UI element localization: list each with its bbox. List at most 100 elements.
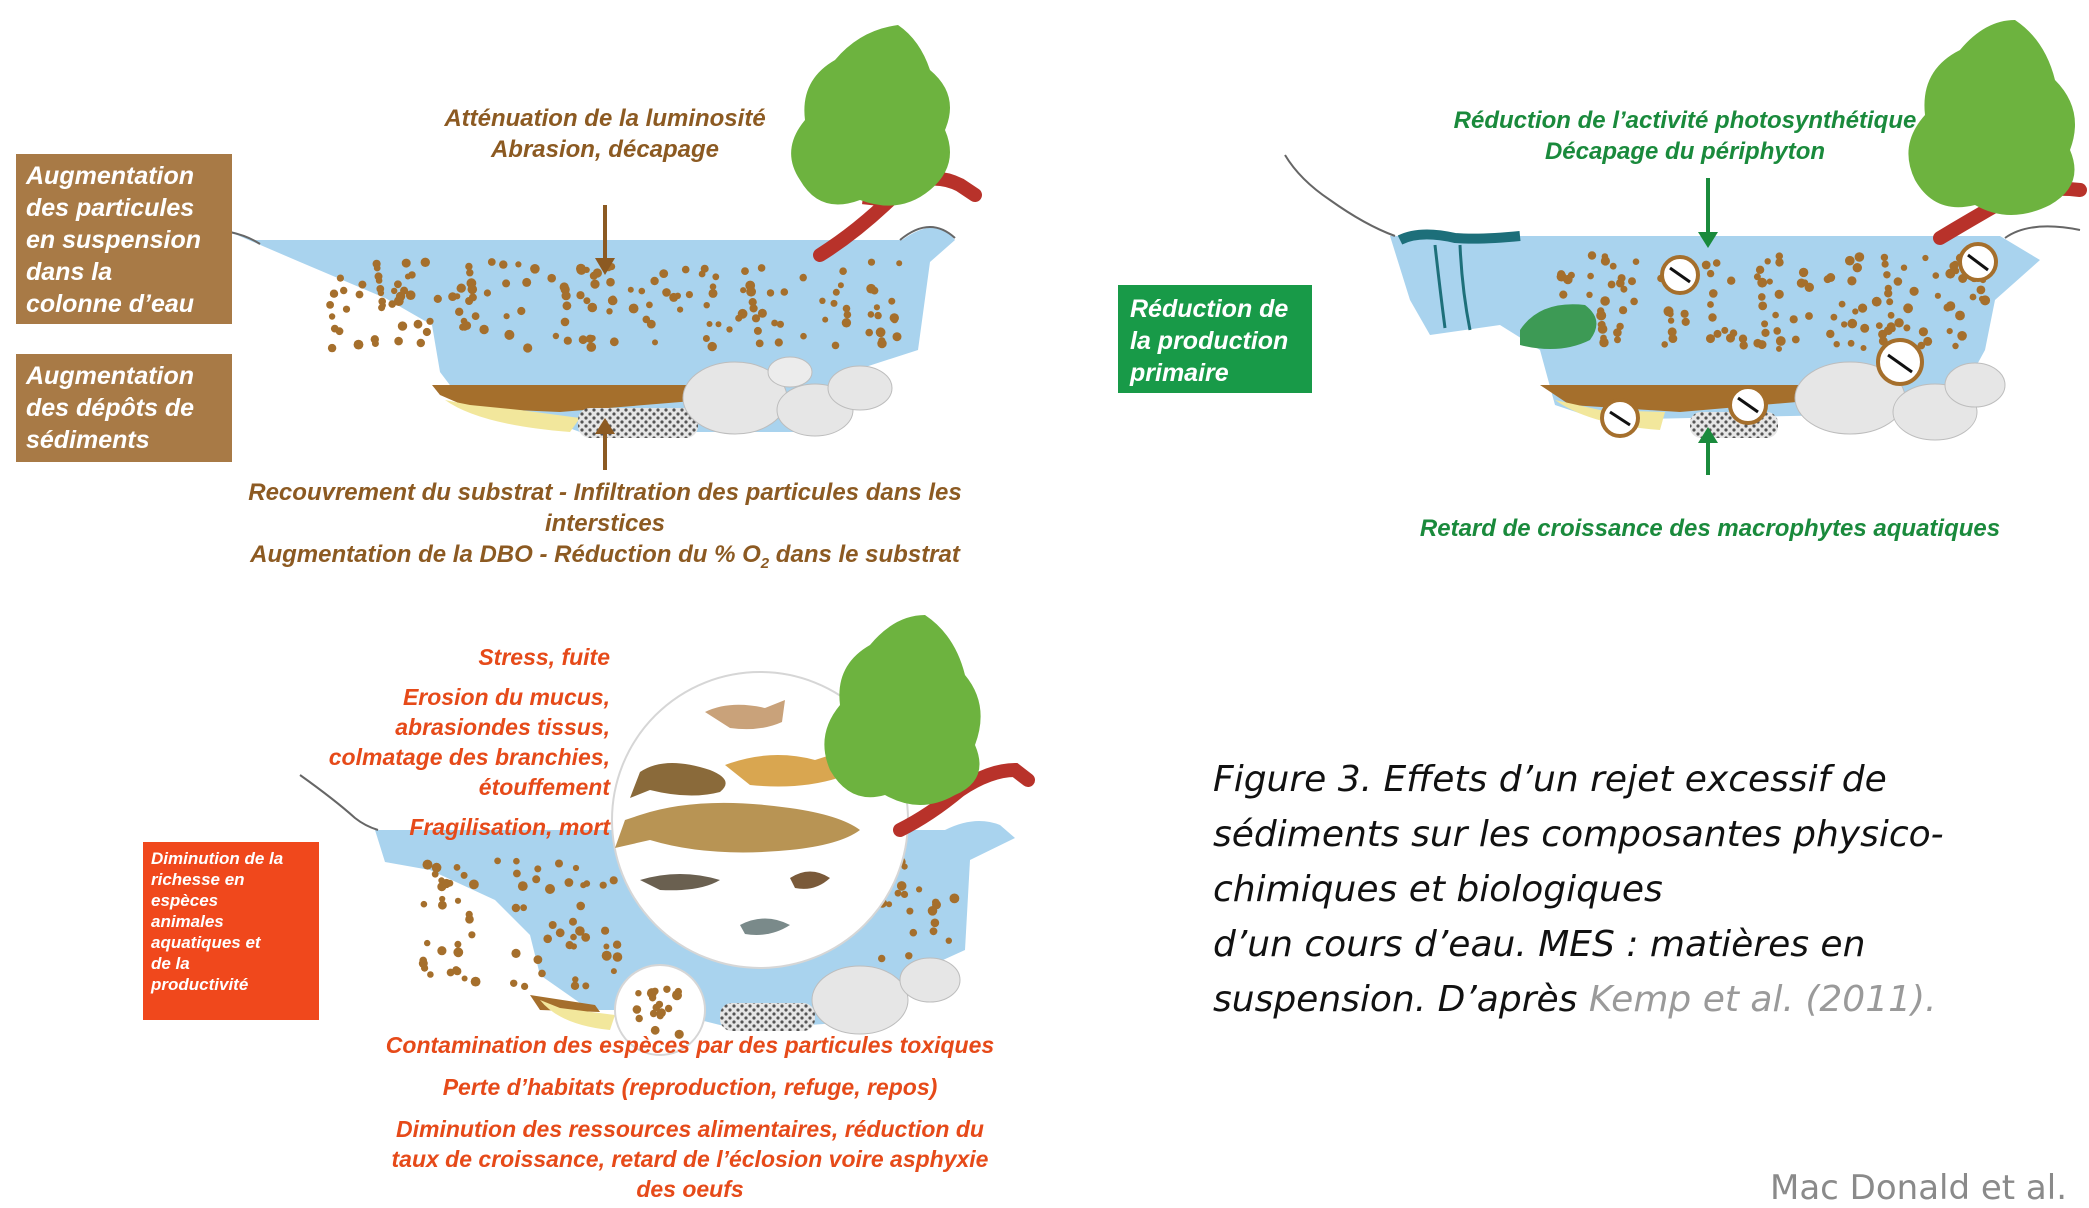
label-eggs: des oeufs [636,1176,744,1202]
label-resources: Diminution des ressources alimentaires, … [396,1116,984,1142]
sediment-particle [1841,321,1848,328]
sediment-particle [672,990,682,1001]
sediment-particle [757,308,767,318]
sediment-particle [648,994,657,1002]
label-periphyton: Décapage du périphyton [1544,138,1826,165]
sediment-particle [612,952,623,962]
sediment-particle [563,336,572,345]
sediment-particle [1949,261,1959,271]
sediment-particle [400,286,409,295]
sediment-particle [502,279,511,288]
sediment-particle [468,931,476,939]
sediment-particle [677,306,684,313]
sediment-particle [397,321,408,331]
box-line: primaire [1130,359,1229,387]
sediment-particle [570,933,577,941]
sediment-particle [439,895,446,903]
sediment-particle [1729,329,1738,338]
sediment-particle [587,302,598,313]
sediment-particle [513,869,521,878]
panel3-bottom-labels: Contamination des espèces par des partic… [330,1030,1050,1204]
sediment-particle [1955,310,1965,321]
sediment-particle [388,300,397,308]
sediment-particle [583,880,591,887]
sediment-particle [839,267,847,276]
sediment-particle [1599,337,1609,348]
box-suspended-particles: Augmentation des particules en suspensio… [16,154,232,324]
sediment-particle [1667,317,1675,324]
sediment-particle [416,338,425,348]
caption-reference-link[interactable]: Kemp et al. (2011). [1588,979,1937,1020]
sediment-particle [1852,263,1863,273]
sediment-particle [1871,296,1882,307]
sediment-particle [662,288,671,297]
panel3-river-section [299,615,1035,1056]
sediment-particle [1587,272,1594,280]
sediment-particle [1791,335,1800,344]
sediment-particle [1854,252,1865,262]
caption-line: suspension. D’après Kemp et al. (2011). [1213,972,2073,1027]
sediment-particle [702,335,710,342]
sediment-particle [1909,286,1919,296]
sediment-particle [685,291,694,299]
sediment-particle [1766,278,1773,285]
sediment-particle [609,296,618,306]
box-line: animales [151,912,224,931]
sediment-particle [1607,280,1616,289]
sediment-particle [433,294,442,303]
sediment-particle [646,301,653,309]
sediment-particle [1858,303,1868,313]
sediment-particle [454,897,462,904]
sediment-particle [422,859,433,870]
sediment-particle [422,327,431,337]
sediment-particle [649,1009,658,1018]
sediment-particle [547,273,556,283]
sediment-particle [822,316,829,323]
footer-credit: Mac Donald et al. [1770,1168,2067,1208]
sediment-particle [1805,312,1813,320]
sediment-particle [832,288,840,296]
sediment-particle [892,332,902,342]
sediment-particle [453,967,462,976]
sediment-particle [652,339,658,346]
sediment-particle [454,940,462,948]
sediment-particle [1945,268,1956,279]
sediment-particle [510,979,518,987]
sediment-particle [819,297,826,304]
sediment-particle [776,320,785,328]
sediment-particle [1923,336,1933,346]
sediment-particle [757,264,766,272]
sediment-particle [582,982,590,990]
sediment-particle [532,875,541,884]
caption-line: chimiques et biologiques [1213,869,1663,910]
sediment-particle [570,981,580,990]
sediment-particle [894,889,902,897]
sediment-particle [1757,277,1768,288]
sediment-particle [650,1025,660,1035]
sediment-particle [1903,303,1913,314]
label-erosion: Erosion du mucus, abrasiondes tissus, co… [270,682,610,802]
sediment-particle [609,876,618,885]
sediment-particle [658,1010,665,1018]
sediment-particle [1884,289,1893,298]
label-dbo-sub: 2 [760,554,770,572]
sediment-particle [405,290,416,301]
sediment-particle [1772,311,1779,319]
sediment-particle [562,301,572,311]
label-fragilisation: Fragilisation, mort [409,814,610,840]
sediment-particle [896,260,903,267]
sediment-particle [1978,295,1985,302]
sediment-particle [455,307,464,316]
sediment-particle [1753,273,1761,281]
sediment-particle [353,339,364,350]
sediment-particle [1894,318,1904,328]
sediment-particle [379,302,386,309]
sediment-particle [1600,296,1610,306]
sediment-particle [590,279,600,289]
sediment-particle [753,326,762,335]
sediment-particle [628,303,639,314]
sediment-particle [586,342,597,352]
sediment-particle [1706,269,1715,278]
sediment-particle [1860,345,1867,351]
sediment-particle [1597,324,1608,334]
